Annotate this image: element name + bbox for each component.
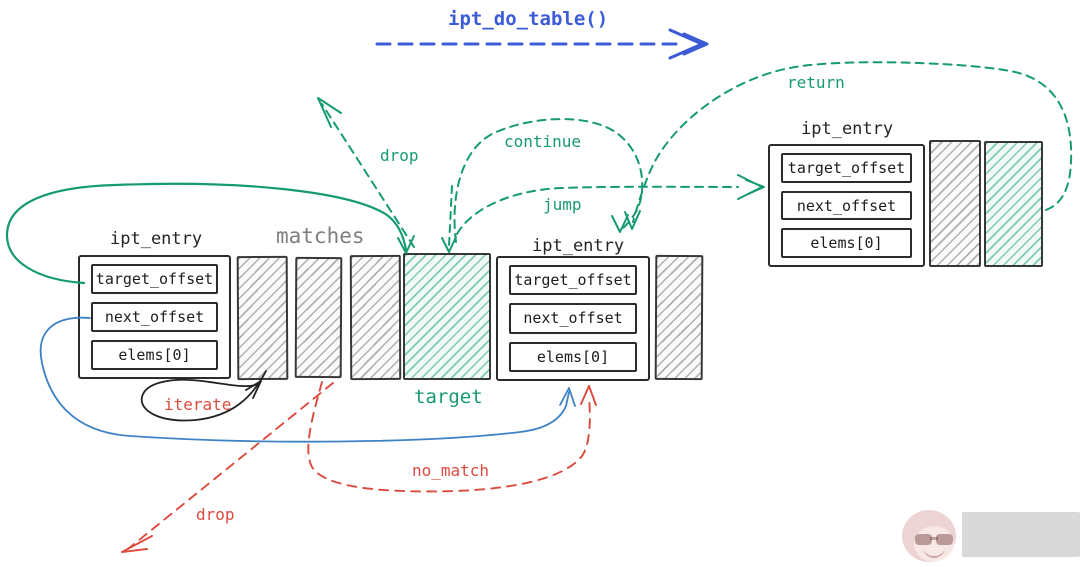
next-offset-pointer-head bbox=[559, 387, 576, 407]
arrow-return-head bbox=[624, 210, 641, 230]
match-box-1 bbox=[236, 255, 289, 381]
drop-bottom-label: drop bbox=[196, 505, 235, 524]
right-field-elems: elems[0] bbox=[781, 228, 912, 259]
continue-label: continue bbox=[504, 132, 582, 151]
right-entry-match-box bbox=[929, 140, 981, 267]
watermark-monkey-icon bbox=[902, 510, 956, 562]
left-field-next-offset: next_offset bbox=[91, 302, 218, 332]
drop-top-label: drop bbox=[380, 146, 419, 165]
right-field-next-offset: next_offset bbox=[781, 190, 912, 221]
target-box bbox=[403, 253, 491, 380]
watermark-wordmark bbox=[962, 512, 1080, 557]
middle-entry-title: ipt_entry bbox=[532, 236, 625, 256]
target-offset-pointer-head bbox=[397, 235, 415, 254]
arrow-into-target bbox=[448, 185, 453, 247]
right-entry-target-box bbox=[984, 141, 1043, 267]
match-box-2 bbox=[294, 256, 343, 379]
arrow-drop-top-head bbox=[317, 97, 342, 128]
arrow-jump bbox=[456, 185, 739, 235]
right-entry-struct: target_offset next_offset elems[0] bbox=[768, 144, 925, 267]
target-label: target bbox=[414, 386, 483, 408]
arrow-drop-bottom-head bbox=[121, 535, 153, 553]
arrow-continue-head bbox=[611, 214, 629, 233]
middle-field-elems: elems[0] bbox=[509, 341, 637, 372]
arrow-iterate-head bbox=[245, 380, 262, 399]
right-field-target-offset: target_offset bbox=[781, 153, 912, 183]
left-entry-struct: target_offset next_offset elems[0] bbox=[78, 255, 231, 379]
middle-entry-struct: target_offset next_offset elems[0] bbox=[496, 256, 650, 381]
middle-entry-target-box bbox=[654, 254, 704, 381]
matches-label: matches bbox=[276, 224, 365, 248]
match-box-3 bbox=[349, 254, 402, 381]
no-match-label: no_match bbox=[412, 461, 490, 480]
return-label: return bbox=[787, 73, 845, 92]
sunglasses-icon bbox=[915, 534, 932, 545]
flow-arrow-head-outer bbox=[668, 28, 704, 60]
arrow-jump-head bbox=[737, 174, 765, 200]
iterate-label: iterate bbox=[164, 395, 232, 414]
jump-label: jump bbox=[543, 195, 582, 214]
left-entry-title: ipt_entry bbox=[110, 229, 203, 249]
arrow-no-match-head bbox=[580, 385, 597, 406]
middle-field-next-offset: next_offset bbox=[509, 303, 637, 334]
left-field-elems: elems[0] bbox=[91, 340, 218, 370]
arrow-into-target-head bbox=[441, 236, 457, 253]
flow-arrow-head-inner bbox=[682, 32, 709, 56]
watermark bbox=[898, 506, 1080, 564]
left-field-target-offset: target_offset bbox=[91, 264, 218, 294]
page-title: ipt_do_table() bbox=[448, 8, 609, 30]
middle-field-target-offset: target_offset bbox=[509, 265, 637, 296]
right-entry-title: ipt_entry bbox=[801, 119, 894, 139]
